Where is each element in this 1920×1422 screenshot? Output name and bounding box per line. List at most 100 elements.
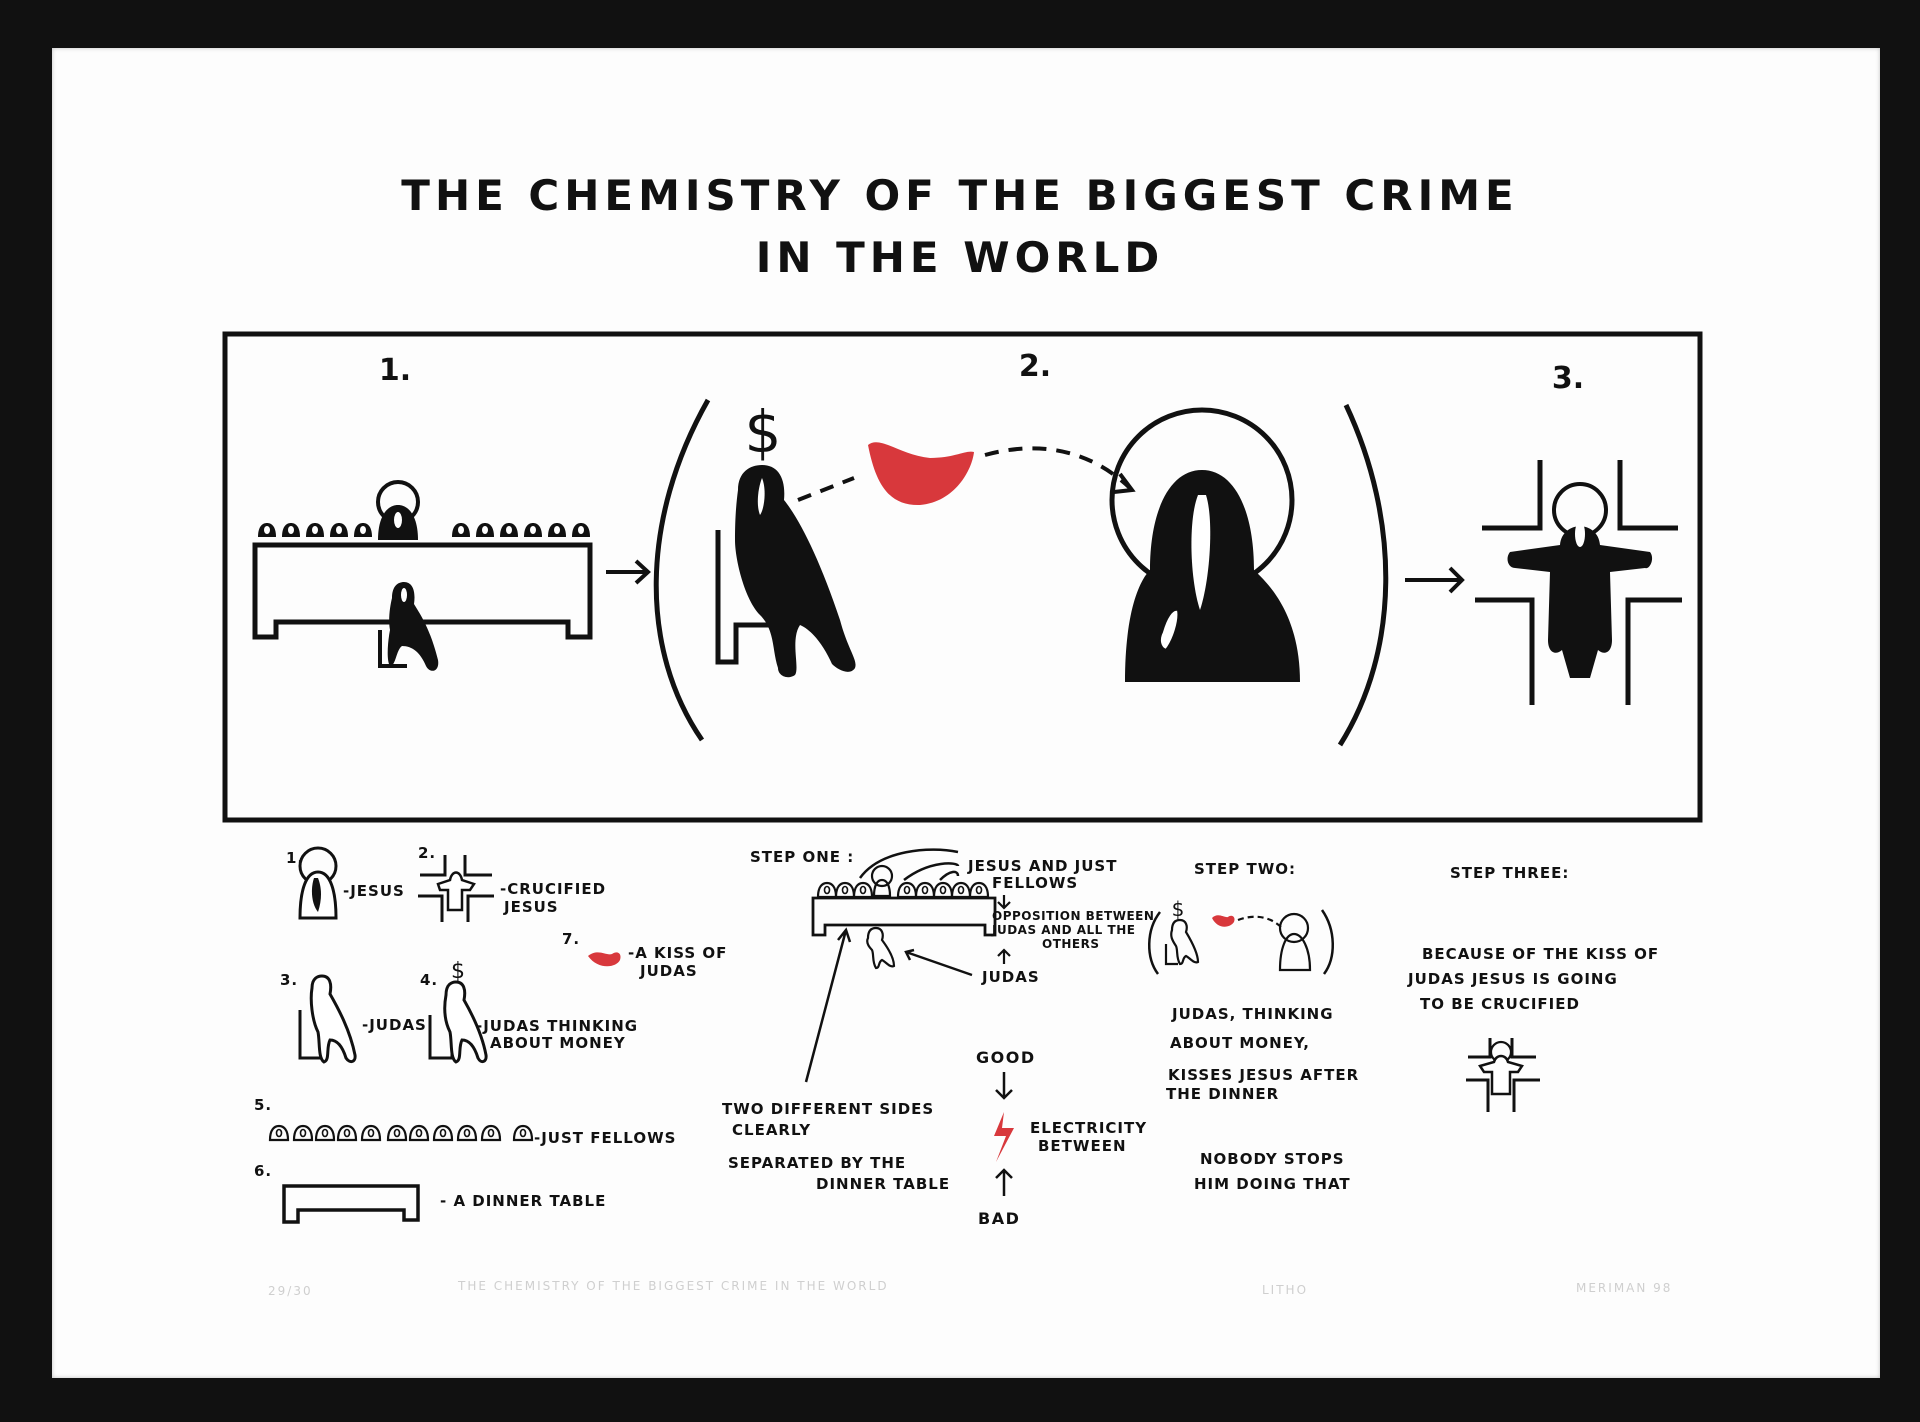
step-one-bad: BAD [978,1209,1020,1228]
arrow-1-to-2 [606,559,651,585]
step-two-judas-icon [1164,918,1200,966]
step-two-text-line4: THE DINNER [1166,1085,1279,1103]
step-one-heading: STEP ONE : [750,848,854,866]
arrow-down-opposition [997,895,1011,910]
legend-label-1: -JESUS [343,882,405,900]
crucified-jesus-large [1475,460,1682,705]
arrow-up-opposition [997,948,1011,964]
step-two-text-line2: ABOUT MONEY, [1170,1034,1310,1052]
step-one-electricity-line1: ELECTRICITY [1030,1119,1147,1137]
step-three-heading: STEP THREE: [1450,864,1569,882]
right-parenthesis [1337,403,1389,747]
paper-sheet [52,48,1880,1378]
step-two-section: STEP TWO: $ JUDAS, THINKING ABOUT MONEY,… [1148,860,1358,1193]
dashed-line-judas-to-kiss [797,476,855,502]
step-one-judas: JUDAS [981,968,1040,986]
step-one-opposition-line3: OTHERS [1042,937,1100,951]
step-two-jesus-halo [1278,912,1310,944]
legend-crucified-icon [418,855,494,922]
legend-label-2-line1: -CRUCIFIED [500,880,606,898]
legend-jesus-icon [298,846,338,920]
step-three-text-line1: BECAUSE OF THE KISS OF [1422,945,1659,963]
legend-label-7-line2: JUDAS [639,962,698,980]
step-two-dashed-arrow [1237,915,1283,929]
step-three-section: STEP THREE: BECAUSE OF THE KISS OF JUDAS… [1407,864,1659,1112]
step-one-jesus-fellows-line2: FELLOWS [992,874,1078,892]
step-one-good: GOOD [976,1048,1036,1067]
panel-step-number-2: 2. [1019,349,1051,384]
step-three-text-line3: TO BE CRUCIFIED [1420,995,1580,1013]
signature-artist: MERIMAN 98 [1576,1281,1672,1295]
main-panel-border [222,331,1703,823]
legend-number-3: 3. [280,971,298,989]
dollar-sign: $ [745,398,782,466]
legend-judas-icon [298,974,357,1064]
step-three-text-line2: JUDAS JESUS IS GOING [1407,970,1618,988]
legend-table-icon [282,1184,420,1224]
legend-label-3: -JUDAS [362,1016,427,1034]
step-one-sides-line2: CLEARLY [732,1121,811,1139]
step-one-jesus-fellows-line1: JESUS AND JUST [967,857,1117,875]
signature-title: THE CHEMISTRY OF THE BIGGEST CRIME IN TH… [457,1279,889,1293]
step-two-text-line6: HIM DOING THAT [1194,1175,1351,1193]
step-two-jesus-icon [1278,932,1312,972]
left-parenthesis [653,398,711,742]
step-three-crucified-icon [1466,1038,1540,1112]
arrow-sides-to-table [804,927,852,1083]
step-one-electricity-line2: BETWEEN [1038,1137,1127,1155]
panel-step-number-1: 1. [379,353,411,388]
arrow-jesus-to-label-c [939,870,960,881]
step-one-opposition-line1: OPPOSITION BETWEEN [992,909,1154,923]
step-one-sides-line3: SEPARATED BY THE [728,1154,906,1172]
kiss-lips [868,442,974,506]
step-two-text-line5: NOBODY STOPS [1200,1150,1345,1168]
step-two-left-paren [1148,911,1162,975]
step-two-text-line1: JUDAS, THINKING [1171,1005,1334,1023]
signature-medium: LITHO [1262,1283,1308,1297]
legend-label-6: - A DINNER TABLE [440,1192,606,1210]
legend-number-7: 7. [562,930,580,948]
judas-thinking-large [715,465,856,678]
panel-step-number-3: 3. [1552,361,1584,396]
fellows-row [258,523,590,537]
legend-label-2-line2: JESUS [503,898,559,916]
step-one-section: STEP ONE : JESUS AND JUST FELLOWS OPPOSI… [722,848,1154,1228]
legend-label-4-line2: ABOUT MONEY [490,1034,626,1052]
signature-edition: 29/30 [268,1284,313,1298]
arrow-jesus-to-label-a [858,848,959,879]
legend-number-2: 2. [418,844,436,862]
title-line-1: THE CHEMISTRY OF THE BIGGEST CRIME [401,171,1518,220]
dashed-arrow-kiss-to-jesus [984,446,1132,490]
legend-fellows-icons [268,1124,534,1142]
arrow-2-to-3 [1405,566,1465,594]
step-two-dollar: $ [1172,897,1185,921]
legend-label-7-line1: -A KISS OF [628,944,727,962]
title-line-2: IN THE WORLD [756,233,1165,282]
judas-at-table [378,582,439,671]
arrow-judas-label-to-judas [904,948,973,977]
legend-label-5: -JUST FELLOWS [534,1129,676,1147]
dinner-table [252,542,593,640]
last-supper-scene [252,480,593,671]
legend-kiss-icon [588,952,621,967]
legend-number-6: 6. [254,1162,272,1180]
step-two-kiss-icon [1212,915,1235,927]
step-two-right-paren [1320,909,1334,975]
lightning-bolt-icon [994,1112,1014,1162]
arrow-jesus-to-label-b [903,862,960,881]
step-one-sides-line1: TWO DIFFERENT SIDES [722,1100,934,1118]
legend: 1. -JESUS 2. -CRUCIFIED JESUS 7. -A KISS… [254,844,727,1224]
step-one-sides-line4: DINNER TABLE [816,1175,950,1193]
legend-number-4: 4. [420,971,438,989]
arrow-good-down [995,1072,1013,1100]
legend-number-5: 5. [254,1096,272,1114]
legend-label-4-line1: -JUDAS THINKING [476,1017,638,1035]
step-one-opposition-line2: JUDAS AND ALL THE [991,923,1135,937]
jesus-at-table [376,480,420,540]
step-one-table-mini [811,864,997,970]
step-two-heading: STEP TWO: [1194,860,1296,878]
arrow-bad-up [995,1168,1013,1196]
legend-dollar-sign: $ [451,959,465,984]
jesus-portrait-large [1109,407,1300,682]
